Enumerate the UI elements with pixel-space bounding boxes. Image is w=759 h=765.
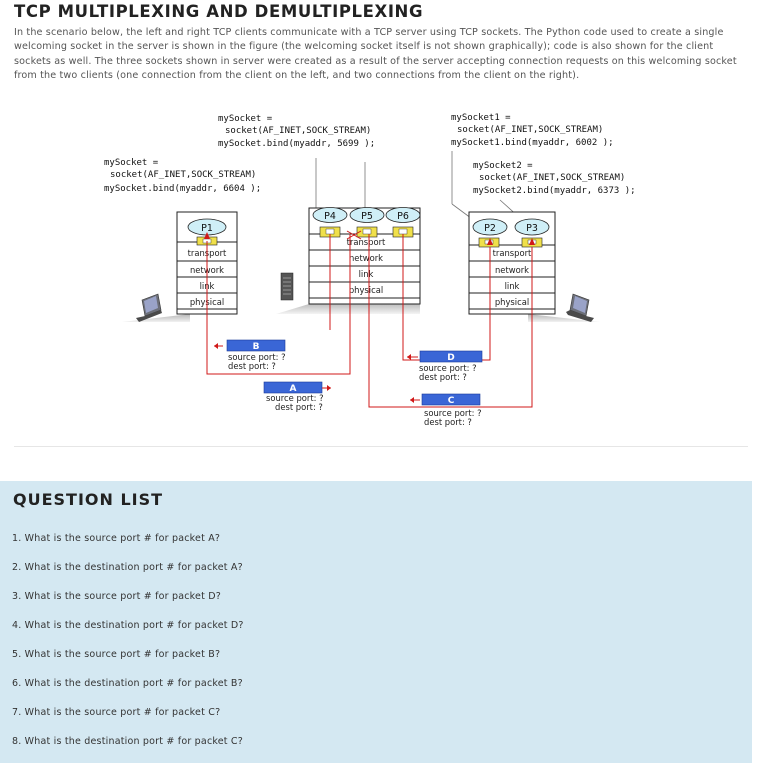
server-layer-network: network <box>349 253 383 263</box>
left-code-line-3: mySocket.bind(myaddr, 6604 ); <box>104 184 261 194</box>
right-layer-link: link <box>505 281 520 291</box>
packet-b: B source port: ? dest port: ? <box>214 339 286 371</box>
wire-cross <box>346 230 362 240</box>
question-item: 1. What is the source port # for packet … <box>12 533 221 544</box>
wire-left-to-p5 <box>206 234 351 375</box>
process-p1-label: P1 <box>201 223 213 234</box>
scenario-description: In the scenario below, the left and righ… <box>14 27 737 81</box>
packet-c-dest: dest port: ? <box>424 417 472 427</box>
process-p5 <box>349 207 385 223</box>
right2-code-line-1: mySocket2 = <box>473 161 533 171</box>
packet-a-source: source port: ? <box>266 393 324 403</box>
packet-c-label: C <box>448 396 455 406</box>
process-p4 <box>312 207 348 223</box>
question-list-panel: QUESTION LIST 1. What is the source port… <box>0 481 752 763</box>
packet-c-source: source port: ? <box>424 408 482 418</box>
server-layer-transport: transport <box>347 237 386 247</box>
right-client-stack: transport network link physical P2 P3 <box>468 211 556 315</box>
process-p6-label: P6 <box>397 211 409 222</box>
server-code-line-3: mySocket.bind(myaddr, 5699 ); <box>218 139 375 149</box>
packet-b-label: B <box>253 342 260 352</box>
packet-d: D source port: ? dest port: ? <box>407 350 483 382</box>
left-laptop-icon <box>136 293 162 322</box>
left-code-line-2: socket(AF_INET,SOCK_STREAM) <box>110 170 256 180</box>
server-tower-icon <box>280 272 294 301</box>
process-p6 <box>385 207 421 223</box>
left-client-code: mySocket = socket(AF_INET,SOCK_STREAM) m… <box>104 158 261 194</box>
right-layer-physical: physical <box>495 297 529 307</box>
question-item: 5. What is the source port # for packet … <box>12 649 221 660</box>
right2-code-line-3: mySocket2.bind(myaddr, 6373 ); <box>473 186 636 196</box>
server-shadow <box>276 304 420 314</box>
packet-d-dest: dest port: ? <box>419 372 467 382</box>
page-title: TCP MULTIPLEXING AND DEMULTIPLEXING <box>14 2 424 21</box>
right-layer-transport: transport <box>493 248 532 258</box>
process-p5-label: P5 <box>361 211 373 222</box>
question-item: 6. What is the destination port # for pa… <box>12 678 243 689</box>
right-laptop-icon <box>566 293 594 322</box>
packet-a-dest: dest port: ? <box>275 402 323 412</box>
question-list: 1. What is the source port # for packet … <box>12 533 244 765</box>
process-p2-label: P2 <box>484 223 496 234</box>
right-client-code-2: mySocket2 = socket(AF_INET,SOCK_STREAM) … <box>473 161 636 196</box>
right-host-shadow <box>528 314 600 322</box>
packet-c: C source port: ? dest port: ? <box>410 393 482 427</box>
right2-code-line-2: socket(AF_INET,SOCK_STREAM) <box>479 173 625 183</box>
packet-d-label: D <box>447 353 454 363</box>
packet-a-label: A <box>290 384 297 394</box>
packet-d-source: source port: ? <box>419 363 477 373</box>
question-item: 2. What is the destination port # for pa… <box>12 562 243 573</box>
server-code: mySocket = socket(AF_INET,SOCK_STREAM) m… <box>218 114 375 149</box>
right-layer-network: network <box>495 265 529 275</box>
question-item: 8. What is the destination port # for pa… <box>12 736 243 747</box>
server-code-line-1: mySocket = <box>218 114 273 124</box>
section-divider <box>14 446 748 447</box>
packet-a: A source port: ? dest port: ? <box>263 381 331 412</box>
server-stack: transport network link physical P4 P5 P6 <box>308 207 421 305</box>
wire-p6-to-p3 <box>368 234 533 408</box>
question-list-heading: QUESTION LIST <box>13 490 164 509</box>
question-item: 4. What is the destination port # for pa… <box>12 620 244 631</box>
packet-b-dest: dest port: ? <box>228 361 276 371</box>
right1-code-line-2: socket(AF_INET,SOCK_STREAM) <box>457 125 603 135</box>
wire-arrowheads <box>204 232 535 245</box>
question-item: 7. What is the source port # for packet … <box>12 707 221 718</box>
process-p2 <box>472 218 508 236</box>
question-item: 3. What is the source port # for packet … <box>12 591 221 602</box>
server-layer-physical: physical <box>349 285 383 295</box>
packet-b-source: source port: ? <box>228 352 286 362</box>
left-code-line-1: mySocket = <box>104 158 159 168</box>
tcp-demux-diagram: mySocket = socket(AF_INET,SOCK_STREAM) m… <box>104 113 636 427</box>
process-p3-label: P3 <box>526 223 538 234</box>
process-p4-label: P4 <box>324 211 336 222</box>
right1-code-line-3: mySocket1.bind(myaddr, 6002 ); <box>451 138 614 148</box>
right1-code-line-1: mySocket1 = <box>451 113 511 123</box>
server-layer-link: link <box>359 269 374 279</box>
process-p3 <box>514 218 550 236</box>
server-code-line-2: socket(AF_INET,SOCK_STREAM) <box>225 126 371 136</box>
right-client-code-1: mySocket1 = socket(AF_INET,SOCK_STREAM) … <box>451 113 614 148</box>
